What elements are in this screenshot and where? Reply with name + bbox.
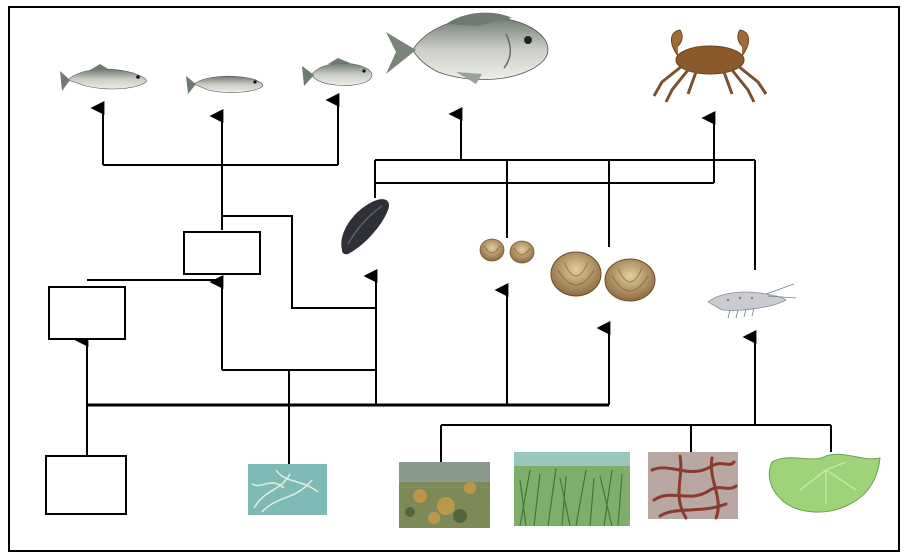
empty-box-bottom [45, 455, 127, 515]
crab-icon [654, 30, 766, 102]
seagrass-meadow-photo [514, 452, 630, 526]
seagrass-sample-photo [248, 464, 327, 515]
red-algae-photo [648, 452, 738, 519]
algae-patch-photo [399, 462, 490, 528]
sea-bream-icon [386, 13, 548, 84]
fish-1-icon [60, 64, 147, 91]
large-clams-icon [551, 252, 655, 301]
small-clams-icon [480, 239, 534, 263]
mussel-icon [341, 199, 389, 254]
empty-box-middle [48, 286, 126, 340]
empty-box-upper [183, 231, 261, 275]
connection-lines [87, 100, 831, 465]
sea-lettuce-photo [767, 452, 883, 518]
shrimp-icon [708, 284, 796, 318]
fish-3-icon [302, 58, 372, 86]
fish-2-icon [186, 76, 263, 94]
